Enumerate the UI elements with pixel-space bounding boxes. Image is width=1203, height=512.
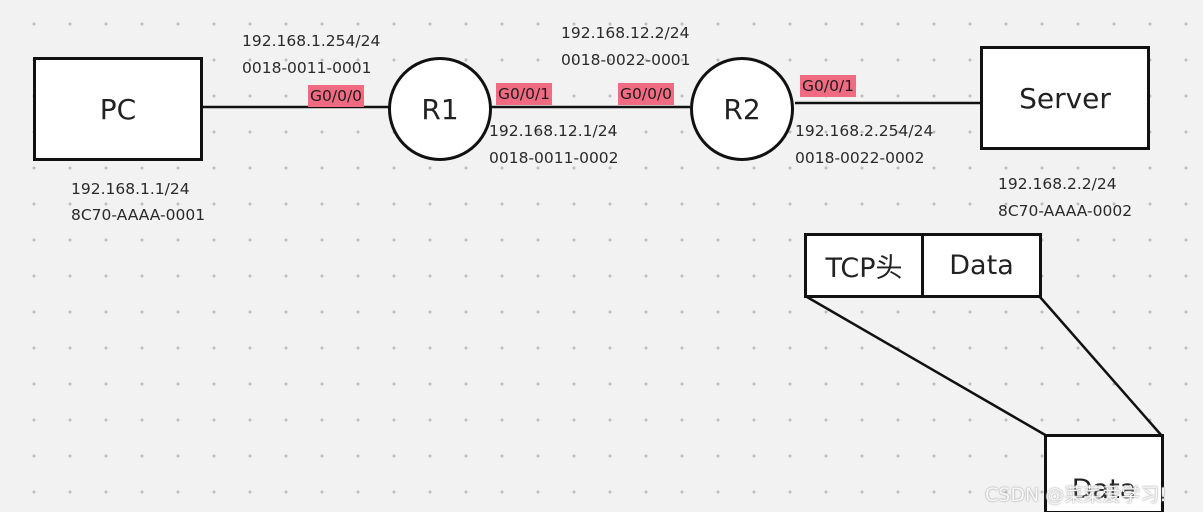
r2-g0-port-tag: G0/0/0: [618, 83, 675, 105]
r1-node: R1: [388, 57, 492, 161]
r1-g1-ip: 192.168.12.1/24: [489, 122, 618, 140]
server-mac: 8C70-AAAA-0002: [998, 202, 1133, 220]
r2-label: R2: [723, 92, 761, 126]
server-ip: 192.168.2.2/24: [998, 175, 1117, 193]
tcp-header-label: TCP头: [825, 253, 903, 284]
server-node: Server: [980, 46, 1150, 150]
r2-g1-port-tag: G0/0/1: [800, 75, 857, 97]
r1-label: R1: [421, 92, 459, 126]
encap-line-right: [1039, 296, 1163, 437]
r1-g1-port-tag: G0/0/1: [496, 83, 553, 105]
pc-ip: 192.168.1.1/24: [71, 180, 190, 198]
pc-label: PC: [99, 92, 137, 126]
r1-g1-mac: 0018-0011-0002: [489, 149, 619, 167]
r1-g0-mac: 0018-0011-0001: [242, 59, 372, 77]
app-data-label: Data: [1071, 474, 1137, 505]
r2-node: R2: [690, 57, 794, 161]
r2-g1-ip: 192.168.2.254/24: [795, 122, 934, 140]
r1-g0-port-tag: G0/0/0: [308, 85, 365, 107]
tcp-data-label: Data: [949, 250, 1014, 281]
r2-g1-mac: 0018-0022-0002: [795, 149, 925, 167]
encap-line-left: [806, 295, 1048, 438]
r2-g0-mac: 0018-0022-0001: [561, 51, 691, 69]
tcp-data-block: Data: [921, 233, 1042, 298]
tcp-header-block: TCP头: [804, 233, 924, 298]
pc-mac: 8C70-AAAA-0001: [71, 206, 206, 224]
server-label: Server: [1019, 81, 1111, 115]
r1-g0-ip: 192.168.1.254/24: [242, 32, 381, 50]
app-data-block: Data: [1044, 434, 1164, 512]
r2-g0-ip: 192.168.12.2/24: [561, 24, 690, 42]
watermark: CSDN @菜菜爱学习!: [985, 484, 1167, 506]
pc-node: PC: [33, 57, 203, 161]
